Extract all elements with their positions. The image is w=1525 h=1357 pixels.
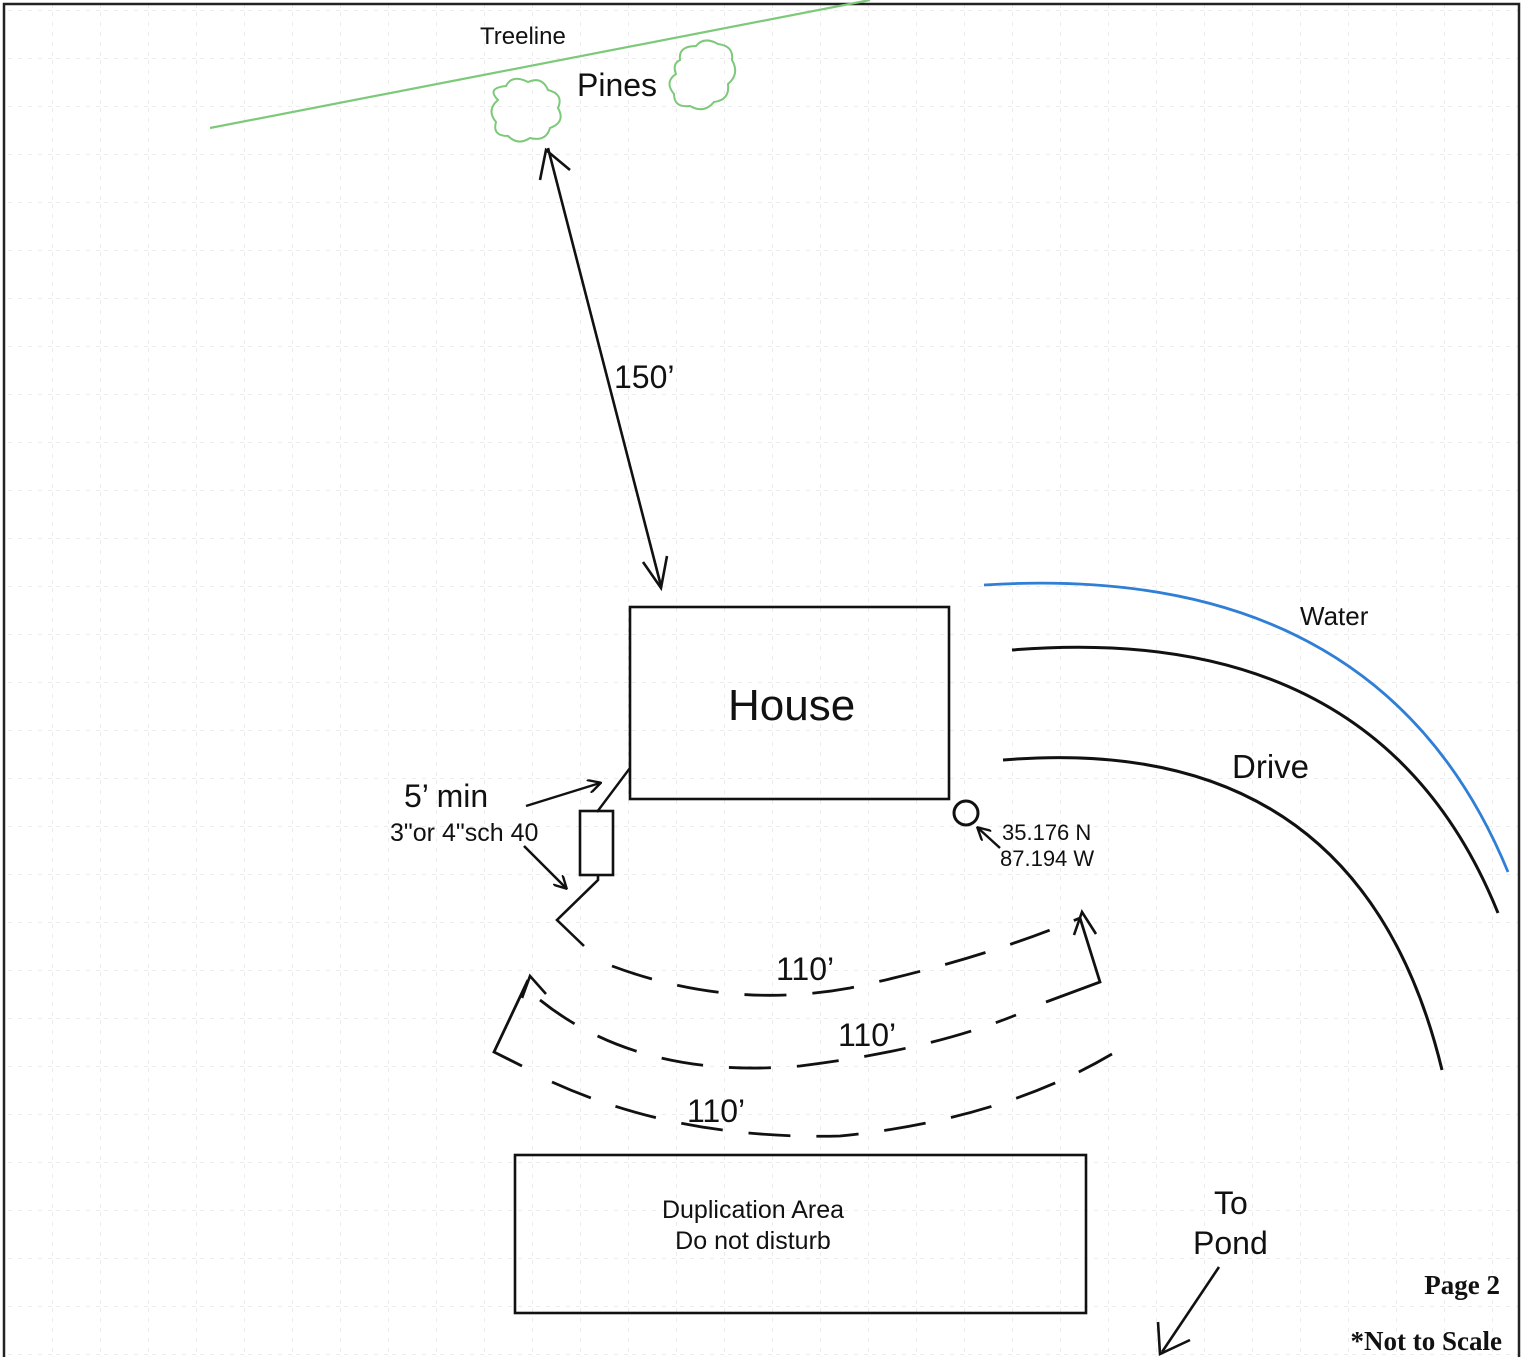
field-line-1-length: 110’ — [776, 951, 834, 987]
arrowhead-top — [538, 147, 571, 181]
graph-grid — [4, 4, 1519, 1357]
min-distance-label: 5’ min — [404, 778, 488, 814]
field-line-2 — [539, 998, 1017, 1070]
house-label: House — [728, 681, 855, 730]
sewer-pipe — [596, 767, 631, 813]
duplication-area-label: Duplication Area — [662, 1196, 844, 1224]
field-line-1 — [611, 916, 1081, 997]
to-pond-label-1: To — [1214, 1185, 1248, 1221]
pines-label: Pines — [577, 67, 657, 103]
house-outline — [628, 605, 951, 801]
pipe-spec-label: 3"or 4"sch 40 — [390, 819, 538, 847]
distance-label-150: 150’ — [614, 359, 675, 395]
connector-left — [492, 979, 530, 1068]
to-pond-arrowhead — [1156, 1321, 1191, 1356]
water-label: Water — [1300, 601, 1369, 631]
water-line — [983, 581, 1510, 873]
outlet-pipe — [555, 876, 600, 947]
gps-lon: 87.194 W — [1000, 846, 1094, 871]
connector-right-arrow — [1072, 909, 1098, 936]
connector-left-arrow — [520, 973, 547, 999]
field-line-3-length: 110’ — [687, 1093, 745, 1129]
drive-edge-outer — [1011, 645, 1500, 914]
treeline-curve — [209, 0, 871, 130]
gps-lat: 35.176 N — [1002, 820, 1091, 845]
to-pond-arrow — [1160, 1266, 1221, 1353]
septic-tank — [578, 809, 615, 877]
duplication-area-box — [513, 1153, 1088, 1315]
to-pond-label-2: Pond — [1193, 1225, 1268, 1261]
drive-label: Drive — [1232, 748, 1309, 785]
distance-arrow-150 — [546, 147, 663, 587]
treeline-label: Treeline — [480, 23, 566, 50]
gps-arrow — [978, 828, 1001, 849]
connector-right — [1045, 917, 1102, 1004]
field-line-3 — [551, 1052, 1113, 1138]
pine-tree-right — [668, 39, 737, 111]
pipe-spec-arrow — [523, 845, 566, 888]
field-line-2-length: 110’ — [838, 1017, 896, 1053]
pine-tree-left — [490, 77, 562, 143]
arrowhead-bottom — [641, 555, 669, 592]
min-distance-arrow — [525, 783, 600, 808]
page-number: Page 2 — [1424, 1270, 1500, 1300]
drive-edge-inner — [1002, 756, 1444, 1071]
gps-point-marker — [952, 799, 980, 827]
not-to-scale-note: *Not to Scale — [1351, 1326, 1502, 1356]
do-not-disturb-label: Do not disturb — [675, 1227, 831, 1255]
